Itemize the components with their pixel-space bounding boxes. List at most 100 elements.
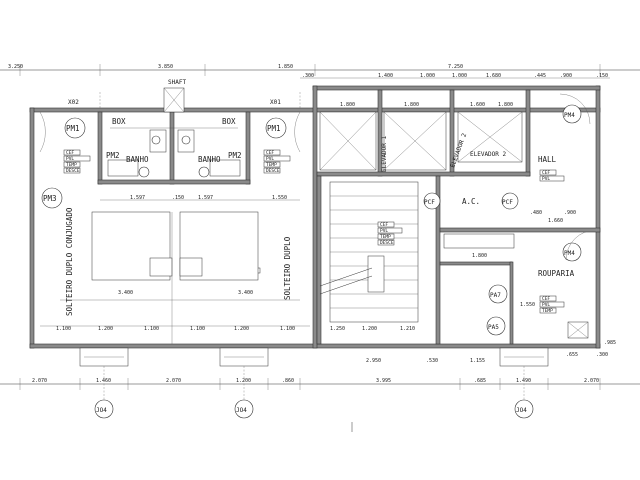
sub-dim-3: .900	[560, 73, 572, 79]
svg-text:TEMP: TEMP	[542, 308, 553, 314]
pm4-top-marker	[562, 104, 582, 124]
core-dim-2: 1.200	[362, 326, 377, 332]
svg-text:CEF: CEF	[266, 150, 274, 156]
inner-dim-9: 1.100	[280, 326, 295, 332]
elev-dim-1: 1.800	[340, 102, 355, 108]
inner-dim-6: 1.100	[144, 326, 159, 332]
axis-jo4-2: JO4	[236, 407, 247, 414]
elev-dim-2: 1.800	[404, 102, 419, 108]
room-box-right: BOX	[222, 117, 236, 126]
bed-dim-right: 3.400	[238, 290, 253, 296]
svg-text:PVL: PVL	[542, 302, 550, 308]
pcf-left-marker	[423, 192, 441, 210]
sub-dim-4: 1.000	[420, 73, 435, 79]
bottom-dim-2: 1.460	[96, 378, 111, 384]
elev-dim-3: 1.600	[470, 102, 485, 108]
room-pm1-left: PM1	[66, 124, 80, 133]
bathroom-block	[97, 87, 251, 185]
rouparia-dim-1: 1.800	[472, 253, 487, 259]
elevator-block	[316, 89, 531, 177]
room-elevador-1: ELEVADOR 1	[381, 135, 388, 172]
bottom-dim-4: 1.200	[236, 378, 251, 384]
inner-dim-3: 1.550	[272, 195, 287, 201]
bottom-dim-7: .685	[474, 378, 486, 384]
core-dim-3: 1.210	[400, 326, 415, 332]
svg-text:CEF: CEF	[66, 150, 74, 156]
svg-text:TEMP: TEMP	[66, 162, 77, 168]
sub-dim-5: 1.000	[452, 73, 467, 79]
inner-dim-7: 1.100	[190, 326, 205, 332]
fixture-tags-right: CEF PVL TEMP DESCE	[263, 149, 291, 174]
bottom-dim-5: .860	[282, 378, 294, 384]
bottom-dim-6: 3.995	[376, 378, 391, 384]
room-hall: HALL	[538, 155, 557, 164]
pm1-right-marker	[265, 117, 287, 139]
svg-text:DESCE: DESCE	[380, 240, 394, 246]
top-dim-4: 7.250	[448, 64, 463, 70]
pm3-marker	[41, 187, 63, 209]
top-dimension-line: 3.250 3.850 1.850 7.250 .300 .445 .900 1…	[0, 64, 640, 79]
room-pm2-left: PM2	[106, 151, 120, 160]
stair-core	[316, 175, 441, 345]
right-dim-2: .655	[566, 352, 578, 358]
axis-jo4-1: JO4	[96, 407, 107, 414]
pa5-marker	[486, 316, 506, 336]
pa7-marker	[488, 284, 508, 304]
elev-dim-4: 1.800	[498, 102, 513, 108]
room-elevador-text: ELEVADOR 2	[470, 151, 507, 158]
right-dim-3: .300	[596, 352, 608, 358]
sub-dim-6: 1.400	[378, 73, 393, 79]
rouparia-dim-2: 1.550	[520, 302, 535, 308]
shaft-label: SHAFT	[168, 79, 186, 86]
top-dim-2: 3.850	[158, 64, 173, 70]
sub-dim-1: .300	[302, 73, 314, 79]
room-pa5: PA5	[488, 324, 499, 331]
svg-text:DESCE: DESCE	[66, 168, 80, 174]
axis-jo4-3: JO4	[516, 407, 527, 414]
inner-dim-150a: .150	[172, 195, 184, 201]
svg-text:CEF: CEF	[542, 296, 550, 302]
bottom-dimension-line: 2.070 1.460 2.070 1.200 .860 3.995 .685 …	[0, 378, 640, 390]
bed-dim-left: 3.400	[118, 290, 133, 296]
svg-text:PVL: PVL	[66, 156, 74, 162]
room-pm4-mid: PM4	[564, 250, 575, 257]
bottom-dim-9: 2.070	[584, 378, 599, 384]
core-dim-1: 1.250	[330, 326, 345, 332]
room-solteiro-conjugado: SOLTEIRO DUPLO CONJUGADO	[65, 207, 74, 316]
rouparia-block	[439, 233, 589, 345]
axis-x01: X01	[270, 99, 281, 106]
inner-dim-8: 1.200	[234, 326, 249, 332]
room-pa7: PA7	[490, 292, 501, 299]
room-pm1-right: PM1	[267, 124, 281, 133]
top-dim-1: 3.250	[8, 64, 23, 70]
svg-text:PVL: PVL	[380, 228, 388, 234]
axis-markers-bottom: JO4 JO4 JO4	[94, 366, 534, 432]
svg-text:TEMP: TEMP	[380, 234, 391, 240]
sub-dim-2: .445	[534, 73, 546, 79]
sub-dim-8: .150	[596, 73, 608, 79]
axis-x02: X02	[68, 99, 79, 106]
room-banho-right: BANHO	[198, 155, 221, 164]
room-box-left: BOX	[112, 117, 126, 126]
bottom-dim-3: 2.070	[166, 378, 181, 384]
sub-dim-7: 1.680	[486, 73, 501, 79]
svg-text:CEF: CEF	[542, 170, 550, 176]
inner-dim-2: 1.597	[198, 195, 213, 201]
bedroom-furniture	[40, 211, 310, 344]
room-rouparia: ROUPARIA	[538, 269, 575, 278]
room-pm3: PM3	[43, 194, 57, 203]
top-dim-3: 1.850	[278, 64, 293, 70]
pcf-right-marker	[501, 192, 519, 210]
fixture-tags-left: CEF PVL TEMP DESCE	[63, 149, 91, 174]
room-pcf-right: PCF	[502, 199, 513, 206]
inner-dim-5: 1.200	[98, 326, 113, 332]
room-solteiro-duplo: SOLTEIRO DUPLO	[283, 236, 292, 300]
fixture-tags-core: CEF PVL TEMP DESCE CEF PVL CEF PVL TEMP	[377, 169, 565, 314]
right-dim-1: .985	[604, 340, 616, 346]
rouparia-dim-5: .900	[564, 210, 576, 216]
rouparia-dim-4: .480	[530, 210, 542, 216]
svg-text:PVL: PVL	[542, 176, 550, 182]
room-ac: A.C.	[462, 197, 480, 206]
bottom-dim-1: 2.070	[32, 378, 47, 384]
